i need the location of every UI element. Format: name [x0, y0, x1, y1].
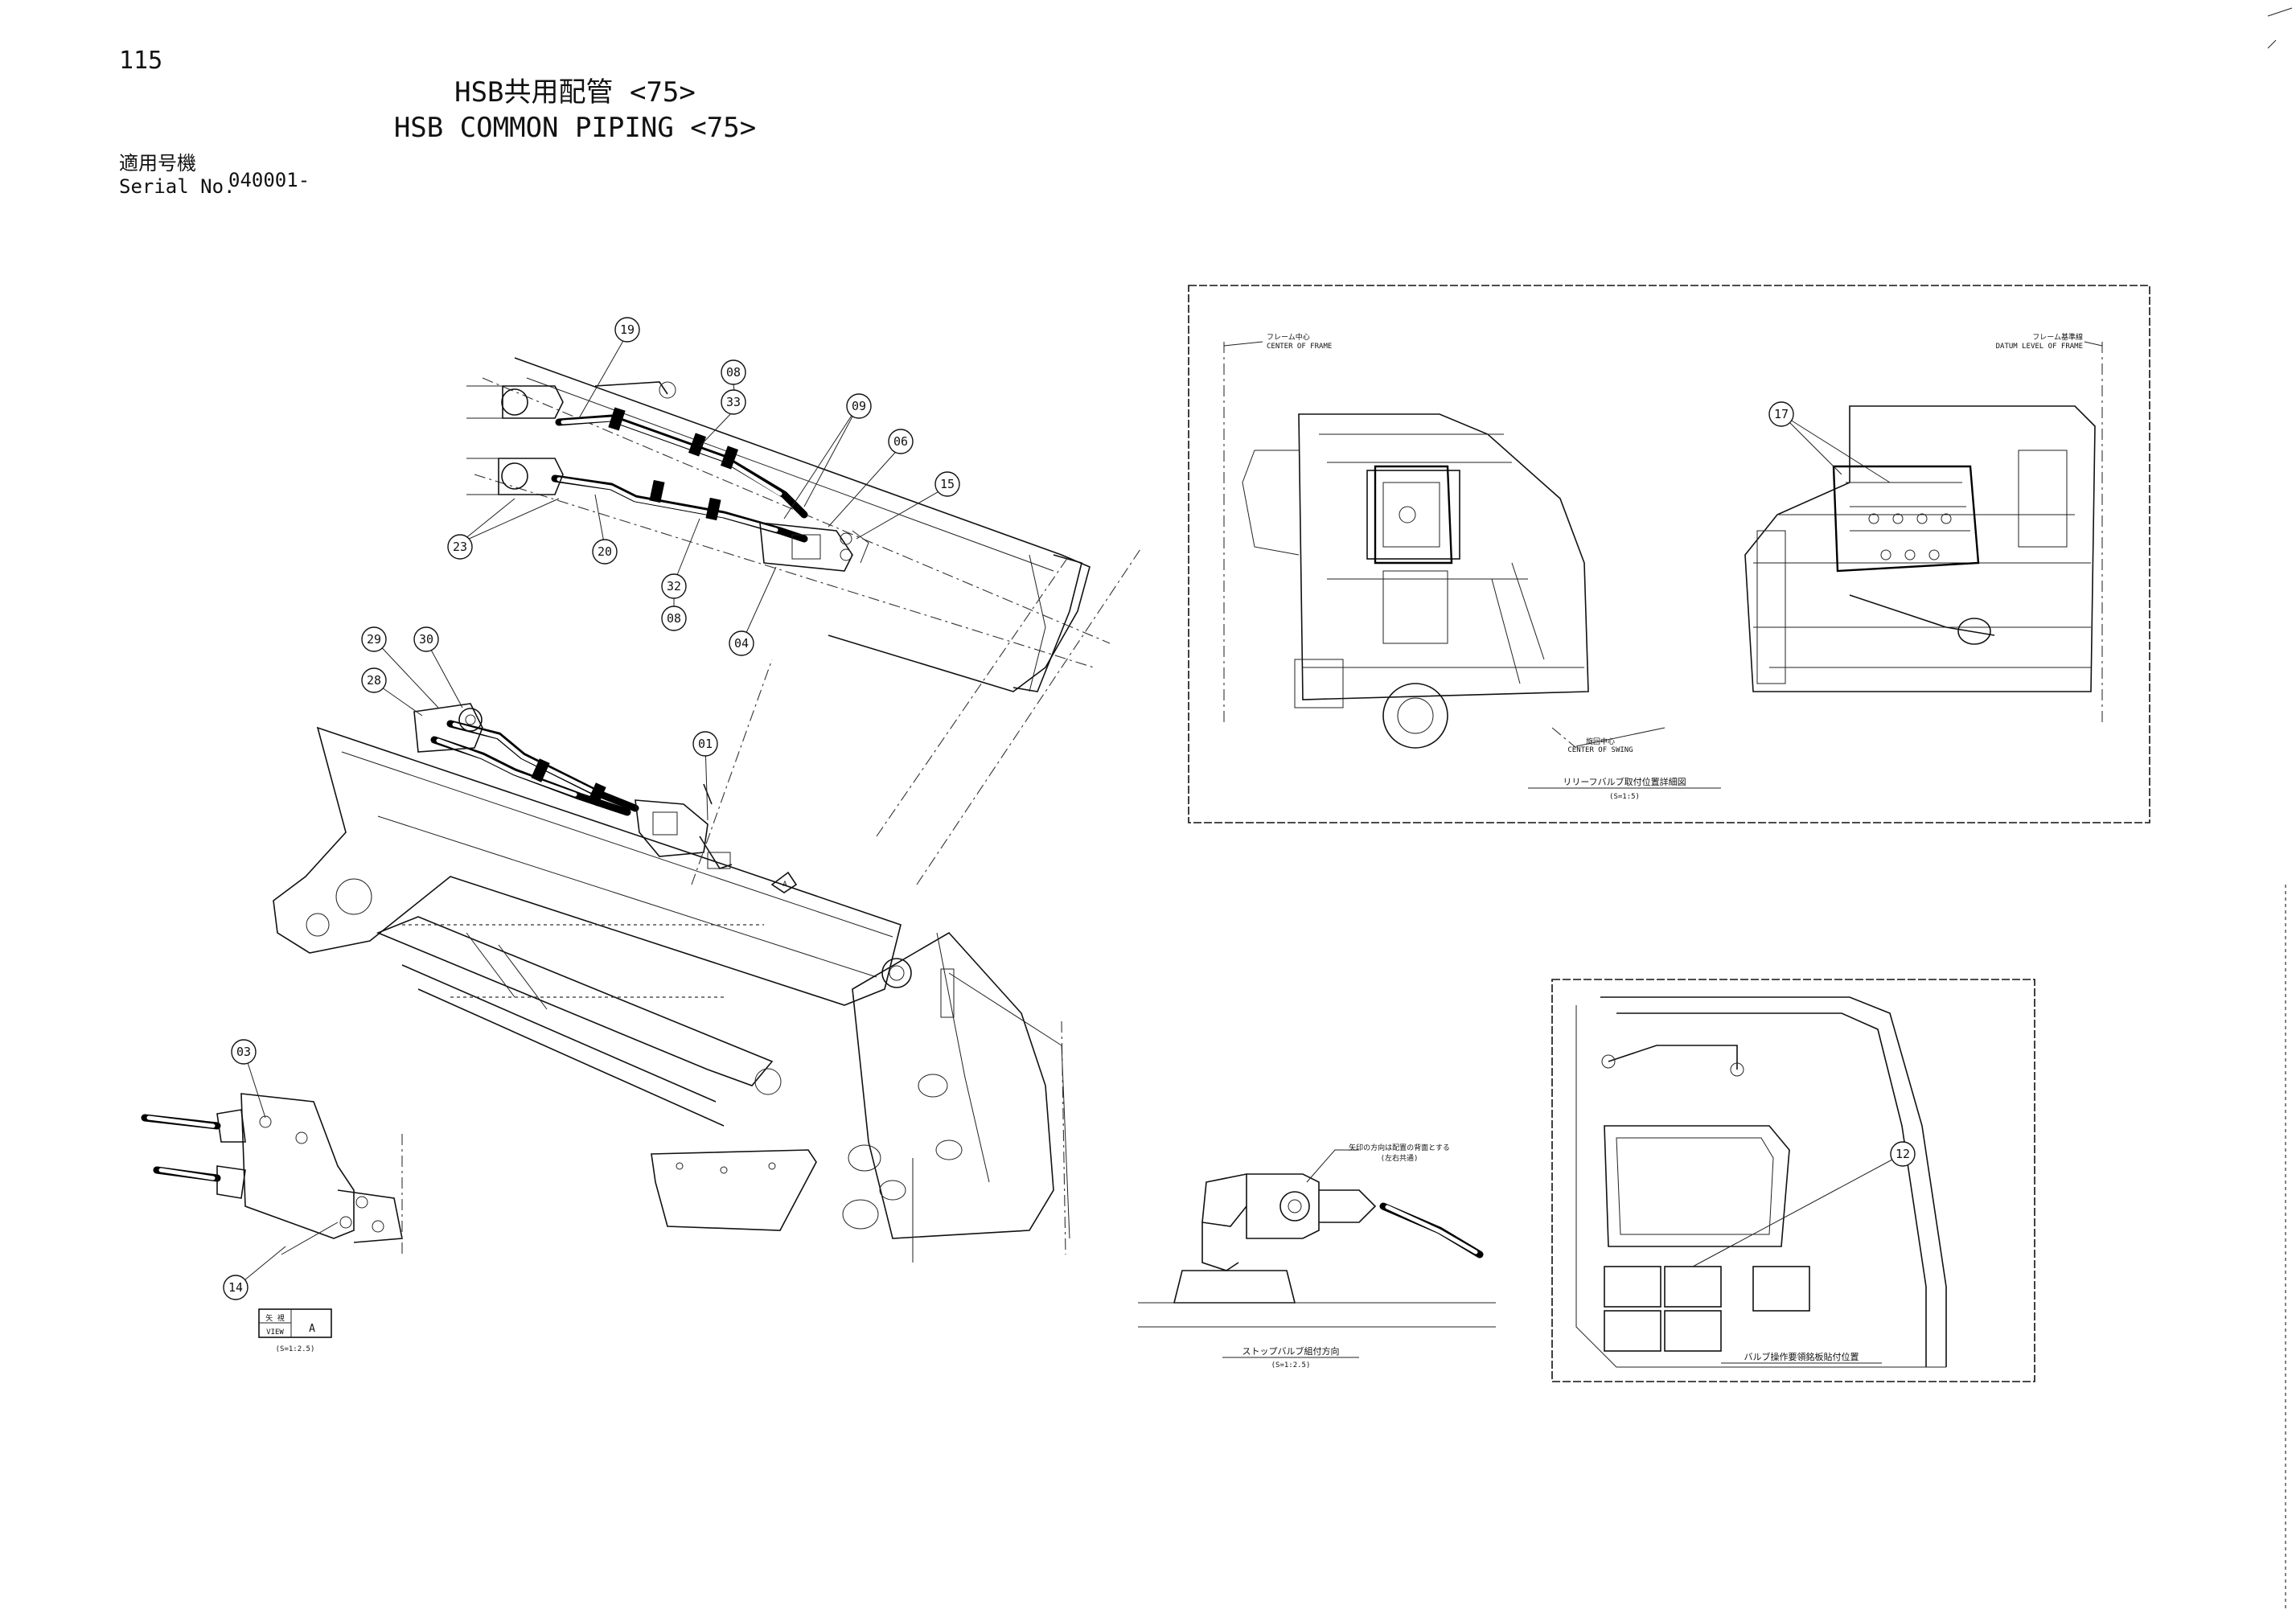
serial-label-japanese: 適用号機	[119, 152, 196, 175]
svg-text:30: 30	[419, 632, 433, 647]
callout-29: 29	[361, 626, 387, 652]
svg-text:12: 12	[1896, 1147, 1910, 1161]
datum-level-jp: フレーム基準線	[2032, 332, 2083, 342]
svg-text:33: 33	[726, 395, 741, 409]
svg-text:08: 08	[726, 365, 741, 380]
svg-text:28: 28	[367, 673, 381, 688]
relief-detail-caption: リリーフバルブ取付位置詳細図	[1563, 776, 1686, 787]
stop-valve-caption: ストップバルブ組付方向	[1242, 1345, 1340, 1357]
callout-12: 12	[1890, 1141, 1916, 1167]
callout-06: 06	[888, 429, 914, 454]
callout-08-lower: 08	[661, 606, 687, 631]
svg-text:29: 29	[367, 632, 381, 647]
upper-hose-routing	[466, 381, 869, 572]
svg-text:03: 03	[236, 1045, 251, 1059]
title-japanese: HSB共用配管 <75>	[454, 76, 696, 109]
page-number: 115	[119, 47, 162, 75]
svg-text:06: 06	[893, 434, 908, 449]
svg-text:32: 32	[667, 579, 681, 593]
view-a-arrow-label: A	[782, 881, 787, 889]
svg-text:20: 20	[598, 544, 612, 559]
serial-label-english: Serial No.	[119, 175, 236, 198]
svg-text:01: 01	[698, 737, 713, 751]
callout-15: 15	[934, 471, 960, 497]
datum-level-en: DATUM LEVEL OF FRAME	[1996, 343, 2083, 351]
svg-text:15: 15	[940, 477, 955, 491]
callout-17: 17	[1768, 401, 1794, 427]
title-english: HSB COMMON PIPING <75>	[394, 112, 756, 144]
svg-text:19: 19	[620, 322, 635, 337]
center-of-swing-en: CENTER OF SWING	[1567, 746, 1633, 754]
callout-04: 04	[729, 630, 754, 656]
callout-19: 19	[614, 317, 640, 343]
mid-hose-routing	[413, 703, 798, 893]
svg-text:09: 09	[852, 399, 866, 413]
stop-valve-detail: 矢印の方向は配置の背面とする (左右共通) ストップバルブ組付方向 (S=1:2…	[1138, 1143, 1496, 1369]
stop-valve-note: 矢印の方向は配置の背面とする	[1349, 1143, 1450, 1152]
callout-28: 28	[361, 667, 387, 693]
svg-text:23: 23	[453, 540, 467, 554]
stop-valve-note-sub: (左右共通)	[1381, 1153, 1419, 1163]
callout-20: 20	[592, 539, 618, 565]
stop-valve-scale: (S=1:2.5)	[1271, 1361, 1311, 1369]
callout-03: 03	[231, 1039, 257, 1065]
svg-text:08: 08	[667, 611, 681, 626]
callout-01: 01	[692, 731, 718, 757]
serial-number: 040001-	[228, 169, 310, 191]
center-of-frame-en: CENTER OF FRAME	[1267, 343, 1332, 351]
svg-text:14: 14	[228, 1280, 243, 1295]
plate-position-caption: バルブ操作要領銘板貼付位置	[1744, 1351, 1859, 1362]
center-of-frame-jp: フレーム中心	[1267, 332, 1310, 342]
callout-33: 33	[721, 389, 746, 415]
callout-08: 08	[721, 359, 746, 385]
callout-32: 32	[661, 573, 687, 599]
relief-detail-scale: (S=1:5)	[1609, 793, 1640, 801]
callout-09: 09	[846, 393, 872, 419]
view-a-box-label-en: VIEW	[266, 1328, 284, 1337]
relief-valve-detail: フレーム中心 CENTER OF FRAME フレーム基準線 DATUM LEV…	[1188, 285, 2150, 823]
leader-lines	[235, 333, 1904, 1288]
svg-text:04: 04	[734, 636, 749, 651]
view-a-box-letter: A	[309, 1323, 315, 1335]
view-a-detail: 矢 視 VIEW A (S=1:2.5)	[141, 1093, 403, 1353]
plate-position-detail: バルブ操作要領銘板貼付位置	[1551, 979, 2035, 1382]
callout-23: 23	[447, 534, 473, 560]
callout-14: 14	[223, 1275, 248, 1300]
view-a-scale: (S=1:2.5)	[276, 1345, 315, 1353]
callout-30: 30	[413, 626, 439, 652]
view-a-box-label-jp: 矢 視	[265, 1313, 284, 1323]
boom-assembly	[273, 357, 1143, 1263]
svg-text:17: 17	[1774, 407, 1789, 421]
